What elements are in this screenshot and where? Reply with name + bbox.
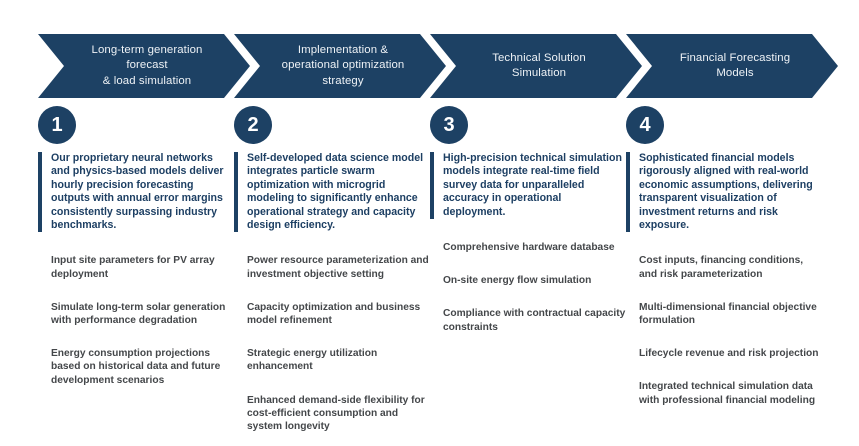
chevron-stage-1[interactable]: Long-term generation forecast & load sim… <box>38 34 250 98</box>
stage-summary-text-2: Self-developed data science model integr… <box>247 152 424 232</box>
chevron-stage-4[interactable]: Financial Forecasting Models <box>626 34 838 98</box>
list-item: Multi-dimensional financial objective fo… <box>639 301 817 327</box>
stage-column-1: 1 Our proprietary neural networks and ph… <box>38 106 234 387</box>
list-item: Strategic energy utilization enhancement <box>247 348 378 373</box>
stage-bullet-list-1: Input site parameters for PV array deplo… <box>38 254 234 386</box>
list-item: Cost inputs, financing conditions, and r… <box>639 255 804 280</box>
list-item: Input site parameters for PV array deplo… <box>51 255 215 280</box>
stage-summary-block-1: Our proprietary neural networks and phys… <box>38 152 234 233</box>
stage-column-2: 2 Self-developed data science model inte… <box>234 106 430 433</box>
stage-summary-block-4: Sophisticated financial models rigorousl… <box>626 152 822 233</box>
stage-number-badge-4: 4 <box>626 106 664 144</box>
stage-bullet-list-4: Cost inputs, financing conditions, and r… <box>626 254 822 406</box>
chevron-stage-2-label: Implementation & operational optimizatio… <box>281 43 405 87</box>
stage-summary-block-3: High-precision technical simulation mode… <box>430 152 626 220</box>
stage-bullet-list-3: Comprehensive hardware database On-site … <box>430 241 626 334</box>
chevron-stage-1-label: Long-term generation forecast & load sim… <box>91 43 203 87</box>
stage-summary-text-4: Sophisticated financial models rigorousl… <box>639 152 813 232</box>
chevron-stage-2[interactable]: Implementation & operational optimizatio… <box>234 34 446 98</box>
stage-bullet-list-2: Power resource parameterization and inve… <box>234 254 430 433</box>
list-item: Integrated technical simulation data wit… <box>639 381 816 406</box>
stage-number-badge-3: 3 <box>430 106 468 144</box>
list-item: Energy consumption projections based on … <box>51 348 221 386</box>
list-item: Compliance with contractual capacity con… <box>443 308 626 333</box>
list-item: Simulate long-term solar generation with… <box>51 301 226 327</box>
stage-summary-text-1: Our proprietary neural networks and phys… <box>51 152 224 232</box>
stage-number-badge-2: 2 <box>234 106 272 144</box>
chevron-stage-3-label: Technical Solution Simulation <box>492 51 586 79</box>
list-item: Lifecycle revenue and risk projection <box>639 348 819 360</box>
chevron-stage-4-label: Financial Forecasting Models <box>679 51 791 79</box>
chevron-stage-3[interactable]: Technical Solution Simulation <box>430 34 642 98</box>
list-item: Capacity optimization and business model… <box>247 301 421 327</box>
stage-column-3: 3 High-precision technical simulation mo… <box>430 106 626 334</box>
list-item: Power resource parameterization and inve… <box>247 255 429 280</box>
list-item: Enhanced demand-side flexibility for cos… <box>247 394 425 433</box>
stage-column-4: 4 Sophisticated financial models rigorou… <box>626 106 822 407</box>
stage-summary-block-2: Self-developed data science model integr… <box>234 152 430 233</box>
process-chevron-row: Long-term generation forecast & load sim… <box>38 34 838 98</box>
stage-summary-text-3: High-precision technical simulation mode… <box>443 152 622 218</box>
stage-number-badge-1: 1 <box>38 106 76 144</box>
list-item: Comprehensive hardware database <box>443 242 615 254</box>
list-item: On-site energy flow simulation <box>443 275 592 287</box>
